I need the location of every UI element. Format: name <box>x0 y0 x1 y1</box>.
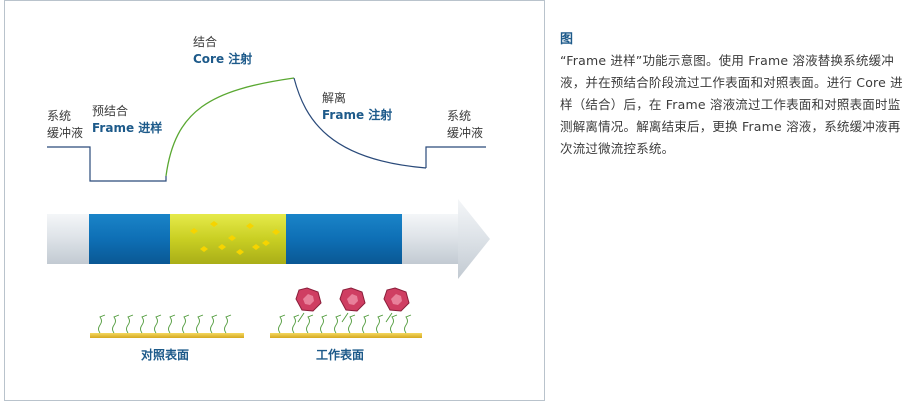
analyte-molecule-1 <box>295 287 322 323</box>
bound-analytes <box>295 287 410 323</box>
buffer-left-label-line1: 系统 <box>47 109 72 123</box>
baseline-right-line <box>425 146 486 168</box>
sensorgram <box>47 77 486 182</box>
reference-surface-bar <box>90 333 244 338</box>
association-label-line1: 结合 <box>193 35 218 49</box>
dissociation-curve <box>293 77 427 169</box>
association-label: 结合 Core 注射 <box>193 34 252 68</box>
flow-arrow-head <box>458 199 490 279</box>
buffer-right-label-line1: 系统 <box>447 109 472 123</box>
baseline-left-line <box>47 146 167 182</box>
caption-title: 图 <box>560 32 574 47</box>
reference-surface-label: 对照表面 <box>141 348 190 362</box>
buffer-right-label: 系统 缓冲液 <box>447 108 483 142</box>
preassociation-label-line1: 预结合 <box>92 104 129 118</box>
association-curve <box>165 77 295 177</box>
active-ligands <box>278 314 412 334</box>
preassociation-label-line2: Frame 进样 <box>92 121 163 135</box>
preassociation-label: 预结合 Frame 进样 <box>92 103 162 137</box>
buffer-right-label-line2: 缓冲液 <box>447 126 484 140</box>
active-surface-label: 工作表面 <box>316 348 365 362</box>
buffer-left-label-line2: 缓冲液 <box>47 126 84 140</box>
figure-caption: 图 “Frame 进样”功能示意图。使用 Frame 溶液替换系统缓冲液，并在预… <box>560 30 910 160</box>
tube-sample-segment <box>170 214 286 264</box>
flow-tube <box>47 199 490 279</box>
tube-outlet-segment <box>402 214 458 264</box>
tube-buffer-segment-left <box>89 214 170 264</box>
association-label-line2: Core 注射 <box>193 52 253 66</box>
analyte-molecule-2 <box>339 287 366 323</box>
analyte-molecule-3 <box>383 287 410 323</box>
dissociation-label: 解离 Frame 注射 <box>322 90 392 124</box>
buffer-left-label: 系统 缓冲液 <box>47 108 83 142</box>
tube-inlet-segment <box>47 214 89 264</box>
caption-text: “Frame 进样”功能示意图。使用 Frame 溶液替换系统缓冲液，并在预结合… <box>560 53 903 156</box>
dissociation-label-line1: 解离 <box>322 91 347 105</box>
tube-buffer-segment-right <box>286 214 402 264</box>
dissociation-label-line2: Frame 注射 <box>322 108 393 122</box>
sample-particles <box>190 221 280 255</box>
active-surface-bar <box>270 333 422 338</box>
reference-surface <box>90 314 244 338</box>
reference-ligands <box>98 314 232 334</box>
active-surface <box>270 287 422 338</box>
